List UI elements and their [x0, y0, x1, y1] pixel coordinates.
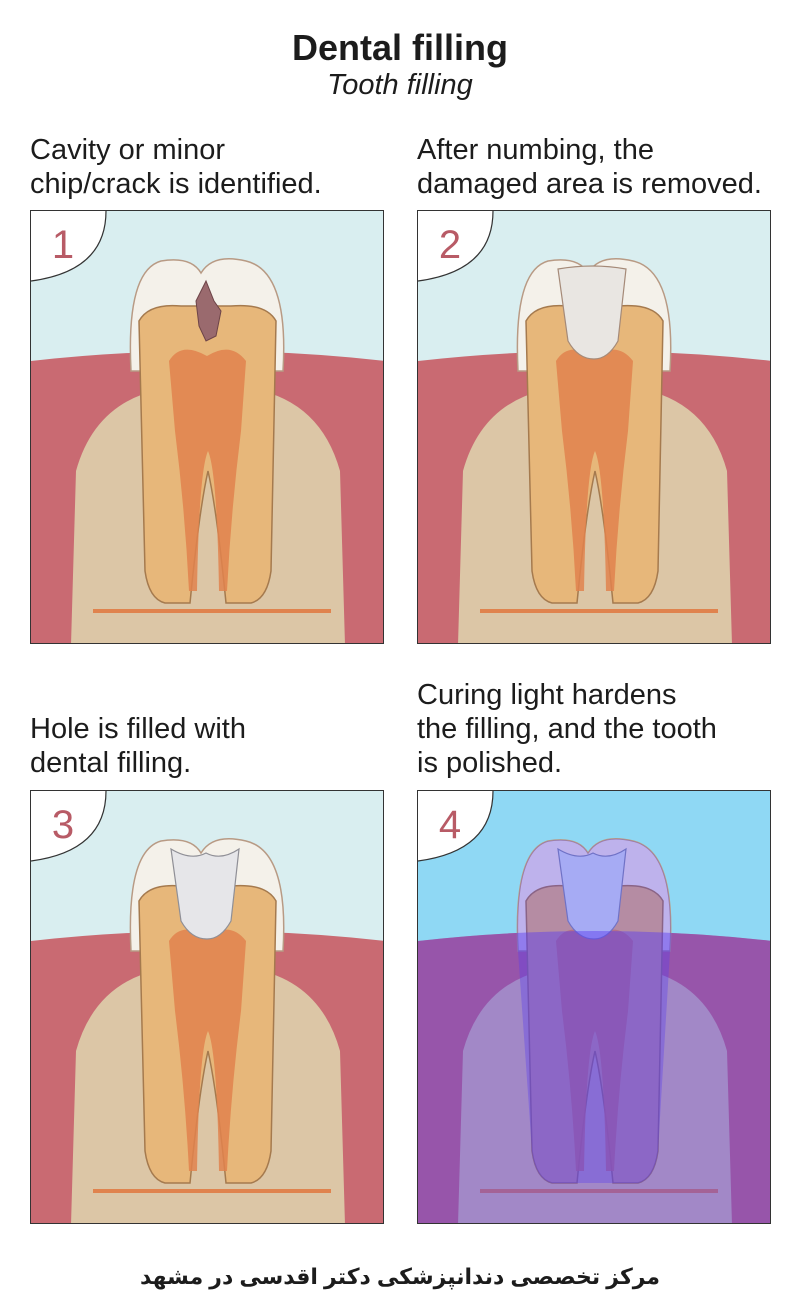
dental-filling — [170, 847, 240, 940]
jaw-bone — [71, 385, 345, 643]
tooth-pulp — [556, 349, 633, 591]
curing-light-glow-gum — [418, 931, 770, 1223]
jaw-bone — [71, 965, 345, 1223]
step-number: 1 — [52, 223, 74, 267]
step-3-caption: Hole is filled with dental filling. — [30, 713, 246, 779]
number-badge — [31, 791, 106, 861]
number-badge — [418, 211, 493, 281]
step-1-illustration: 1 — [31, 211, 383, 643]
step-2-illustration: 2 — [418, 211, 770, 643]
number-badge — [418, 791, 493, 861]
number-badge — [31, 211, 106, 281]
tooth-pulp — [169, 349, 246, 591]
step-number: 2 — [439, 223, 461, 267]
jaw-bone — [458, 965, 732, 1223]
step-4-illustration: 4 — [418, 791, 770, 1223]
prepared-cavity — [557, 265, 627, 360]
diagram-title: Dental filling — [292, 27, 508, 68]
step-2-panel: 2 — [417, 210, 771, 644]
tooth-pulp — [169, 929, 246, 1171]
dental-filling — [557, 847, 627, 940]
step-4-caption: Curing light hardens the filling, and th… — [417, 679, 717, 779]
step-3-illustration: 3 — [31, 791, 383, 1223]
diagram-subtitle: Tooth filling — [327, 69, 473, 101]
step-1-panel: 1 — [30, 210, 384, 644]
step-number: 4 — [439, 803, 461, 847]
tooth-pulp — [556, 929, 633, 1171]
step-number: 3 — [52, 803, 74, 847]
footer-text: مرکز تخصصی دندانپزشکی دکتر اقدسی در مشهد — [139, 1264, 661, 1289]
cavity-decay — [195, 279, 222, 342]
curing-light-glow-tooth — [517, 838, 671, 1183]
step-3-panel: 3 — [30, 790, 384, 1224]
step-4-panel: 4 — [417, 790, 771, 1224]
step-1-caption: Cavity or minor chip/crack is identified… — [30, 134, 322, 200]
jaw-bone — [458, 385, 732, 643]
step-2-caption: After numbing, the damaged area is remov… — [417, 134, 762, 200]
